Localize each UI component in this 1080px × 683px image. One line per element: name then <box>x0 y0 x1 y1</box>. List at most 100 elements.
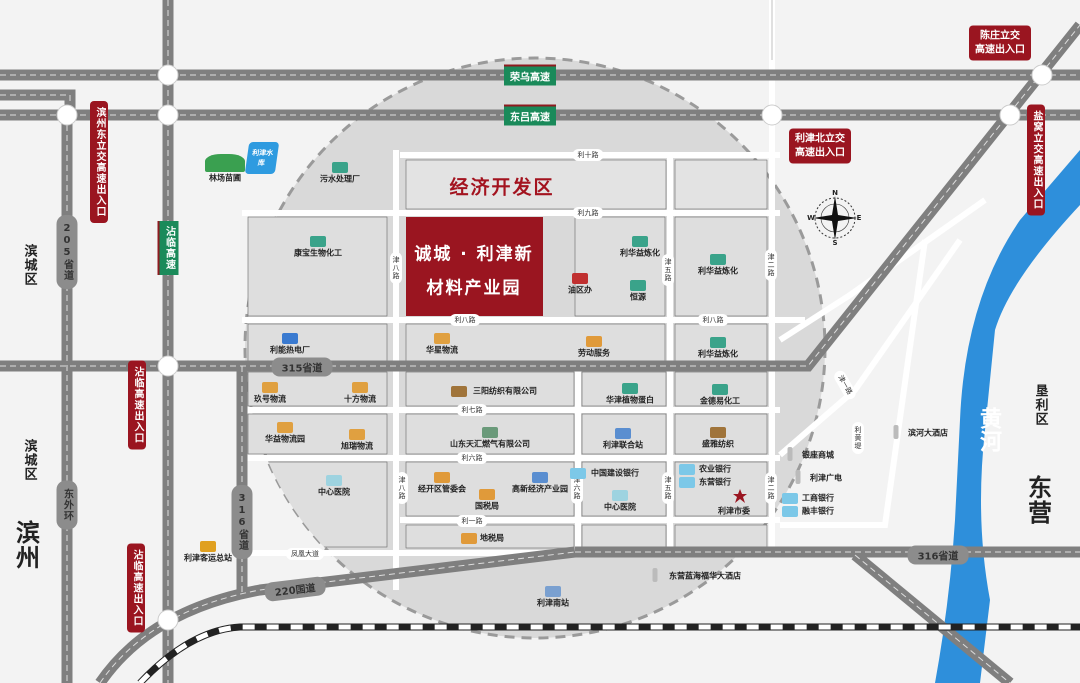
road-label: 利七路 <box>456 404 488 416</box>
poi-label: 利津广电 <box>810 473 842 483</box>
road-label: 利一路 <box>456 515 488 527</box>
road-label: 利八路 <box>697 314 729 326</box>
bank-icon <box>782 493 798 504</box>
factory-icon <box>630 280 646 291</box>
tower-icon <box>787 447 793 461</box>
callout-text: 高速出入口 <box>795 147 845 158</box>
district-bincheng-north: 滨城区 <box>21 244 37 286</box>
tower-icon <box>795 470 801 484</box>
highway-label-316: 316省道 <box>907 545 969 565</box>
development-zone-title: 经济开发区 <box>449 176 555 199</box>
highway-label-rongwu: 荣乌高速 <box>504 64 556 86</box>
poi-label: 中国建设银行 <box>591 468 639 478</box>
poi-label: 华星物流 <box>426 345 458 355</box>
poi-label: 滨河大酒店 <box>908 428 948 438</box>
callout-text: 沾临高速 <box>132 366 143 411</box>
textile-icon <box>710 427 726 438</box>
compass-rose-icon <box>813 196 857 240</box>
project-block <box>406 217 543 316</box>
poi-label: 中心医院 <box>318 487 350 497</box>
road-label: 利黄堤 <box>852 422 864 454</box>
factory-icon <box>710 254 726 265</box>
road-label: 津五路 <box>662 472 674 504</box>
compass-w: W <box>807 214 815 222</box>
tower-icon <box>893 425 898 439</box>
poi-label: 华津植物蛋白 <box>606 395 654 405</box>
project-name-line2: 材料产业园 <box>426 278 522 299</box>
warehouse-icon <box>352 382 368 393</box>
road-label: 利六路 <box>456 452 488 464</box>
poi-label: 东营银行 <box>699 477 731 487</box>
poi-label: 利津客运总站 <box>184 553 232 563</box>
tower-icon <box>652 568 657 582</box>
train-icon <box>545 586 561 597</box>
road-label: 津五路 <box>662 254 674 286</box>
factory-icon <box>622 383 638 394</box>
road-label: 津六路 <box>571 472 583 504</box>
city-binzhou: 滨州 <box>11 520 40 570</box>
river-label-yellow-river: 黄河 <box>976 407 1001 453</box>
poi-label: 三阳纺织有限公司 <box>473 386 537 396</box>
road-label: 津二路 <box>765 472 777 504</box>
callout-text: 高速出入口 <box>94 162 105 217</box>
callout-text: 滨州东立交 <box>94 107 105 162</box>
poi-label: 盛雅纺织 <box>702 439 734 449</box>
compass-e: E <box>856 214 862 222</box>
gas-icon <box>482 427 498 438</box>
highway-label-dongwaihuan: 东外环 <box>56 480 78 530</box>
road-label: 利十路 <box>572 149 604 161</box>
textile-icon <box>451 386 467 397</box>
callout-text: 出入口 <box>131 593 142 627</box>
interchanges <box>56 64 1053 631</box>
poi-label: 利津市委 <box>718 506 750 516</box>
poi-label: 经开区管委会 <box>418 484 466 494</box>
callout-text: 利津北立交 <box>795 133 845 145</box>
government-icon <box>434 472 450 483</box>
callout-text: 陈庄立交 <box>980 30 1020 42</box>
road-label: 利八路 <box>449 314 481 326</box>
warehouse-icon <box>277 422 293 433</box>
station-icon <box>532 472 548 483</box>
poi-label: 林场苗圃 <box>209 173 241 183</box>
poi-label: 融丰银行 <box>802 506 834 516</box>
warehouse-icon <box>434 333 450 344</box>
factory-icon <box>710 337 726 348</box>
district-kenli: 垦利区 <box>1032 384 1048 426</box>
road-label: 凤凰大道 <box>286 548 324 560</box>
compass-s: S <box>832 239 838 247</box>
poi-label: 高新经济产业园 <box>512 484 568 494</box>
government-icon <box>460 533 477 544</box>
highway-label-205: 205省道 <box>56 215 78 289</box>
poi-label: 利华益炼化 <box>698 349 738 359</box>
reservoir-icon: 利津水库 <box>244 142 280 174</box>
warehouse-icon <box>349 429 365 440</box>
yellow-river <box>935 150 1080 683</box>
bank-icon <box>570 468 586 479</box>
poi-label: 华益物流园 <box>265 434 305 444</box>
road-label: 津二路 <box>765 249 777 281</box>
poi-label: 劳动服务 <box>578 348 610 358</box>
bank-icon <box>679 477 695 488</box>
bus-icon <box>200 541 216 552</box>
highway-label-donglv: 东吕高速 <box>504 104 556 126</box>
district-bincheng-south: 滨城区 <box>21 439 37 481</box>
factory-icon <box>712 384 728 395</box>
road-label: 津八路 <box>396 472 408 504</box>
poi-label: 中心医院 <box>604 502 636 512</box>
callout-yanwo-interchange: 盐窝立交高速出入口 <box>1027 104 1045 216</box>
bank-icon <box>782 506 798 517</box>
callout-text: 出入口 <box>132 410 143 444</box>
poi-label: 恒源 <box>630 292 646 302</box>
poi-label: 污水处理厂 <box>320 174 360 184</box>
government-icon <box>479 489 495 500</box>
poi-label: 玖号物流 <box>254 394 286 404</box>
compass-n: N <box>832 189 838 197</box>
poi-label: 工商银行 <box>802 493 834 503</box>
poi-label: 地税局 <box>480 533 504 543</box>
city-committee-star-icon <box>733 489 747 503</box>
callout-chenzhuang-interchange: 陈庄立交高速出入口 <box>969 25 1031 61</box>
poi-label: 东营蓝海福华大酒店 <box>669 571 741 581</box>
poi-label: 利能热电厂 <box>270 345 310 355</box>
callout-lijin-north-interchange: 利津北立交高速出入口 <box>789 128 851 164</box>
factory-icon <box>332 162 348 173</box>
